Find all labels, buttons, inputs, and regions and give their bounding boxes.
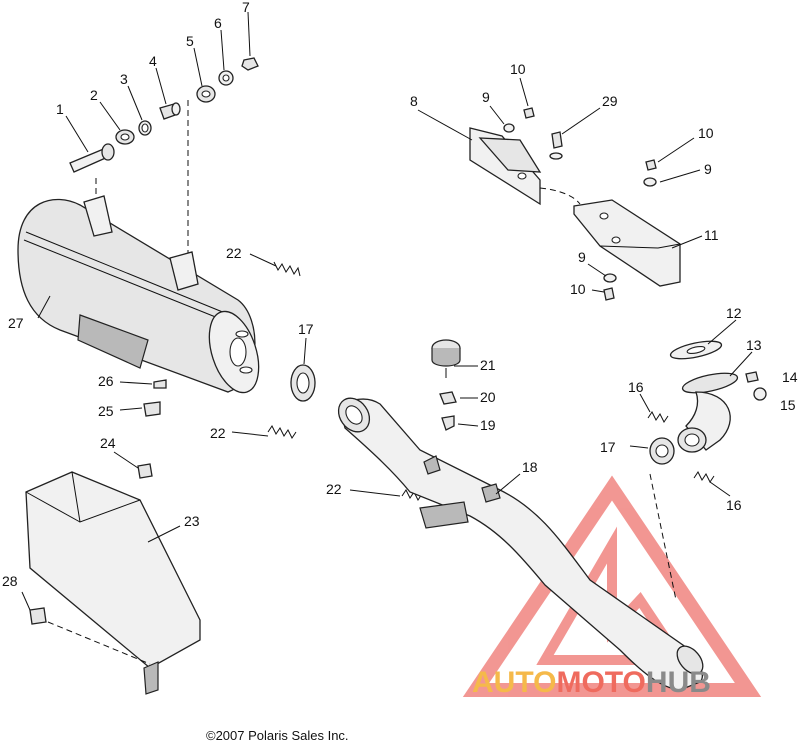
callout-15: 15 [780, 397, 796, 413]
callout-26: 26 [98, 373, 114, 389]
nut-10-right [645, 159, 657, 171]
watermark-word-hub: HUB [646, 666, 711, 699]
nut-10-lower [603, 287, 615, 301]
washer-9-lower [603, 273, 617, 283]
callout-5: 5 [186, 33, 194, 49]
callout-29: 29 [602, 93, 618, 109]
screw-24 [137, 463, 153, 479]
callout-22-middle: 22 [210, 425, 226, 441]
washer-29 [549, 152, 563, 160]
callout-17-muffler: 17 [298, 321, 314, 337]
callout-10-right: 10 [698, 125, 714, 141]
gasket-17-head [649, 437, 675, 465]
clip-26 [153, 379, 167, 389]
callout-28: 28 [2, 573, 18, 589]
callout-22-upper: 22 [226, 245, 242, 261]
spring-16-upper [647, 411, 669, 423]
callout-1: 1 [56, 101, 64, 117]
callout-2: 2 [90, 87, 98, 103]
exhaust-flange-13 [677, 372, 739, 453]
nut-10-top [523, 107, 535, 119]
clamp-25 [143, 401, 161, 417]
bracket-8 [469, 127, 542, 206]
grommet-5 [196, 85, 216, 103]
muffler-27 [17, 195, 260, 394]
callout-13: 13 [746, 337, 762, 353]
callout-25: 25 [98, 403, 114, 419]
nut-20 [439, 391, 457, 405]
nut-14 [745, 371, 759, 383]
washer-2 [115, 129, 135, 145]
callout-22-lower: 22 [326, 481, 342, 497]
callout-8: 8 [410, 93, 418, 109]
callout-9-lower: 9 [578, 249, 586, 265]
spring-22-lower [401, 489, 423, 501]
callout-11: 11 [704, 227, 719, 243]
callout-4: 4 [149, 53, 157, 69]
callout-10-lower: 10 [570, 281, 586, 297]
spring-22-upper [273, 261, 301, 277]
callout-21: 21 [480, 357, 496, 373]
screw-19 [441, 415, 455, 431]
washer-6 [218, 70, 234, 86]
watermark-word-auto: AUTO [472, 666, 556, 699]
callout-23: 23 [184, 513, 200, 529]
watermark-triangle [462, 475, 762, 697]
callout-12: 12 [726, 305, 742, 321]
callout-10-top: 10 [510, 61, 526, 77]
watermark-word-moto: MOTO [556, 666, 645, 699]
callout-16-upper: 16 [628, 379, 644, 395]
callout-17-head: 17 [600, 439, 616, 455]
spring-22-middle [267, 425, 297, 439]
bolt-29 [551, 131, 563, 149]
callout-18: 18 [522, 459, 538, 475]
grommet-21 [431, 339, 461, 378]
callout-14: 14 [782, 369, 798, 385]
washer-15 [753, 387, 767, 401]
callout-9-top: 9 [482, 89, 490, 105]
heat-shield-23 [25, 471, 201, 695]
callout-7: 7 [242, 0, 250, 15]
sleeve-4 [159, 102, 181, 120]
callout-20: 20 [480, 389, 496, 405]
callout-16-lower: 16 [726, 497, 742, 513]
washer-9-right [643, 177, 657, 187]
watermark-wordmark: AUTOMOTOHUB [472, 666, 711, 699]
callout-27: 27 [8, 315, 24, 331]
bolt-1 [69, 143, 115, 173]
gasket-17-muffler [290, 364, 316, 402]
callout-24: 24 [100, 435, 116, 451]
leader-lines [21, 11, 753, 611]
callout-3: 3 [120, 71, 128, 87]
washer-3 [138, 120, 152, 136]
gasket-12 [669, 340, 723, 360]
callout-19: 19 [480, 417, 496, 433]
screw-28 [29, 607, 47, 625]
bracket-11 [573, 199, 681, 287]
head-pipe-18 [337, 397, 704, 691]
copyright-notice: ©2007 Polaris Sales Inc. [206, 728, 349, 743]
callout-6: 6 [214, 15, 222, 31]
nut-7 [241, 57, 259, 71]
spring-16-lower [693, 471, 715, 483]
callout-labels: 1 2 3 4 5 6 7 8 9 10 29 10 9 11 9 10 22 … [2, 0, 798, 589]
callout-9-right: 9 [704, 161, 712, 177]
washer-9-top [503, 123, 515, 133]
